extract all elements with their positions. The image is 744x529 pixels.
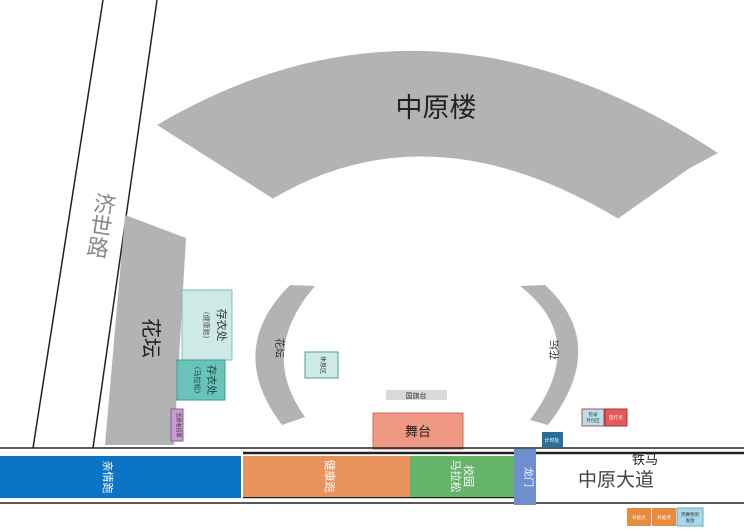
rest-area-label: 休息区 (319, 356, 327, 374)
lane-health-label: 健康跑 (323, 460, 337, 493)
avenue-label: 中原大道 (578, 469, 654, 491)
lane-family-label: 亲情跑 (101, 461, 115, 494)
zhongyuan-building (157, 50, 718, 219)
finish-gate (514, 449, 536, 505)
locker-health-sub: (健康跑) (202, 312, 211, 339)
supply-point-3-label-2: 发放 (686, 517, 695, 524)
lane-campus (410, 456, 514, 497)
gate-label: 龙门 (522, 467, 535, 487)
flowerbed-left-label: 花坛 (139, 318, 163, 358)
volunteer-recruit (170, 408, 184, 442)
lane-campus-label-2: 马拉松 (449, 460, 463, 493)
check-area-label-1: 检录 (589, 411, 598, 418)
supply-point-3-label-1: 完赛物资 (681, 511, 699, 518)
building-label: 中原楼 (396, 93, 477, 124)
supply-point-2 (652, 508, 676, 526)
locker-health (181, 289, 233, 361)
stage (372, 412, 464, 450)
supply-point-1 (627, 508, 651, 526)
locker-marathon-sub: (马拉松) (193, 367, 202, 394)
flowerbed-left (105, 215, 186, 445)
timing-label: 计时处 (544, 437, 559, 444)
supply-point-2-label: 补给点 (657, 514, 671, 521)
tiema-label: 铁马 (632, 453, 658, 468)
timing-point (542, 432, 563, 447)
flag-platform-label: 国旗台 (406, 391, 427, 400)
locker-marathon-title: 存衣处 (205, 365, 218, 395)
locker-health-title: 存衣处 (215, 309, 229, 342)
supply-point-1-label: 补给点 (632, 514, 646, 521)
flag-platform (386, 390, 447, 400)
rest-area (304, 351, 339, 379)
locker-marathon (176, 359, 226, 401)
lane-family (0, 456, 241, 498)
lane-health (243, 456, 410, 497)
check-area-label-2: 存包区 (586, 417, 600, 424)
flowerbed-arc-right (520, 285, 579, 425)
flowerbed-arc-left (255, 285, 315, 425)
volunteer-recruit-label: 志愿者招募 (175, 412, 182, 437)
flowerbed-arc-right-label: 花坛 (548, 340, 561, 360)
check-area (581, 408, 605, 427)
stage-label: 舞台 (405, 425, 431, 440)
road-label-jishi: 济世路 (81, 190, 117, 260)
flowerbed-arc-left-label: 花坛 (273, 338, 286, 358)
lane-campus-label-1: 校园 (462, 465, 476, 487)
medical-point (604, 408, 628, 427)
medical-label: 医疗点 (609, 414, 623, 421)
supply-point-3 (676, 507, 704, 527)
